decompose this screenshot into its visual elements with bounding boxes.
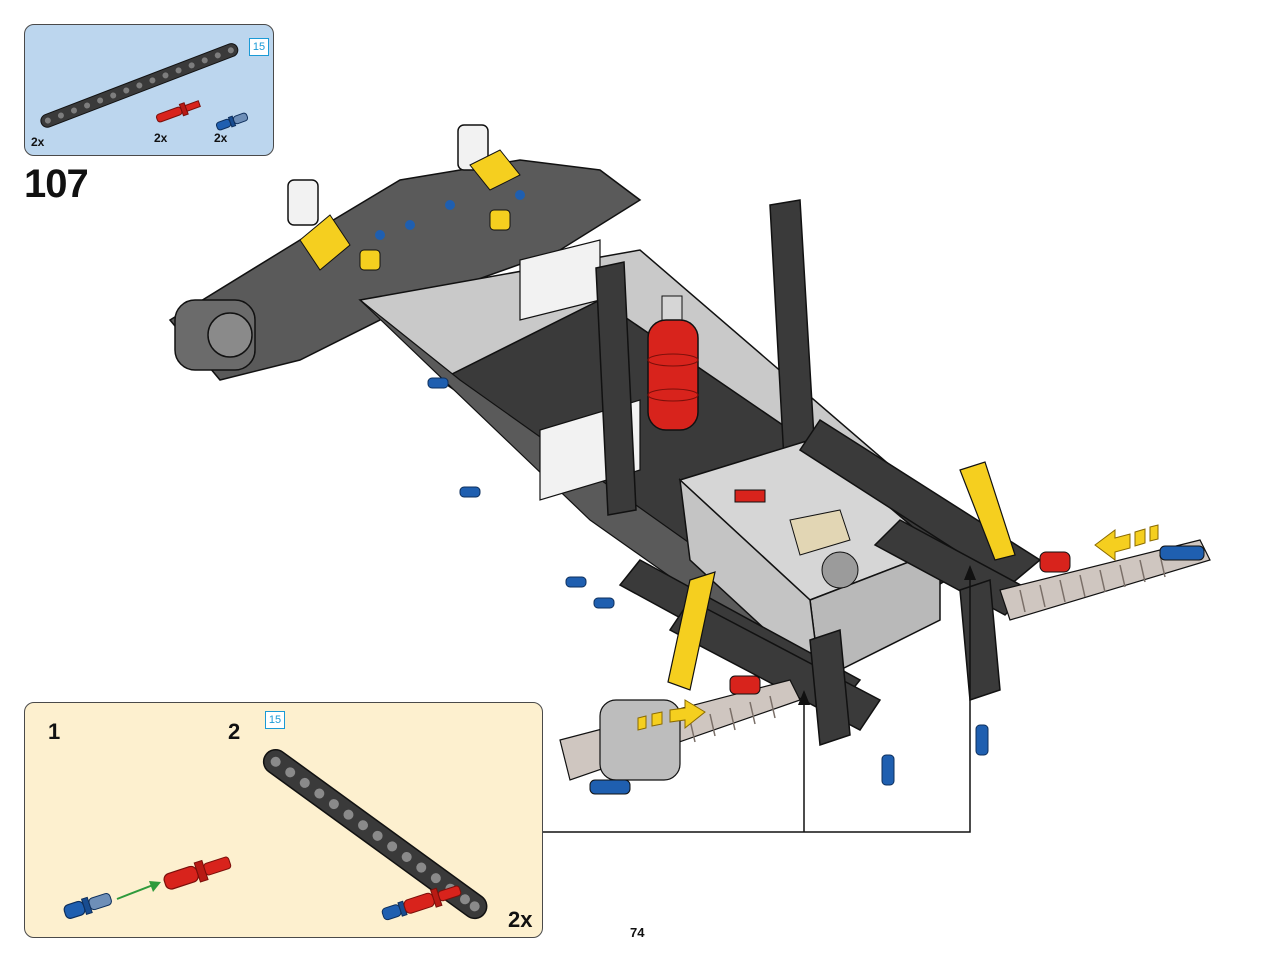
sub1-blue-pin bbox=[63, 893, 112, 919]
subassembly-callout: 1 2 15 bbox=[24, 702, 543, 938]
sub-length-badge: 15 bbox=[265, 711, 285, 729]
beam-qty: 2x bbox=[31, 135, 45, 149]
red-pin-qty: 2x bbox=[154, 131, 168, 145]
sub2-beam-15 bbox=[262, 749, 488, 920]
page-number: 74 bbox=[630, 925, 645, 940]
beam-15-part bbox=[40, 43, 249, 131]
rear-shock-right bbox=[999, 539, 1211, 621]
red-tank bbox=[647, 295, 699, 431]
blue-pin-part bbox=[215, 112, 249, 131]
sub-multiplier: 2x bbox=[508, 907, 533, 932]
vertical-beams bbox=[595, 199, 816, 516]
subassembly-illustration bbox=[63, 749, 488, 921]
length-badge: 15 bbox=[249, 38, 269, 56]
yellow-links bbox=[667, 461, 1016, 691]
sub1-insert-arrow bbox=[116, 881, 161, 900]
step-number: 107 bbox=[24, 162, 89, 206]
sub-step-1: 1 bbox=[48, 719, 61, 744]
blue-pin-qty: 2x bbox=[214, 131, 228, 145]
blue-pins bbox=[427, 377, 989, 786]
sub2-pin-assembly bbox=[381, 885, 462, 921]
sub-step-2: 2 bbox=[228, 719, 241, 744]
rear-shock-left bbox=[559, 675, 801, 795]
front-axle-module bbox=[168, 124, 642, 381]
parts-callout: 15 2x 2x 2x bbox=[24, 24, 274, 156]
red-axle-pin-part bbox=[155, 100, 201, 123]
callout-arrowheads bbox=[798, 565, 976, 705]
rear-cross-beams bbox=[618, 418, 1042, 747]
sub1-red-axle-pin bbox=[163, 856, 232, 890]
yellow-motion-arrows bbox=[637, 524, 1159, 731]
callout-leader-lines bbox=[543, 575, 971, 833]
